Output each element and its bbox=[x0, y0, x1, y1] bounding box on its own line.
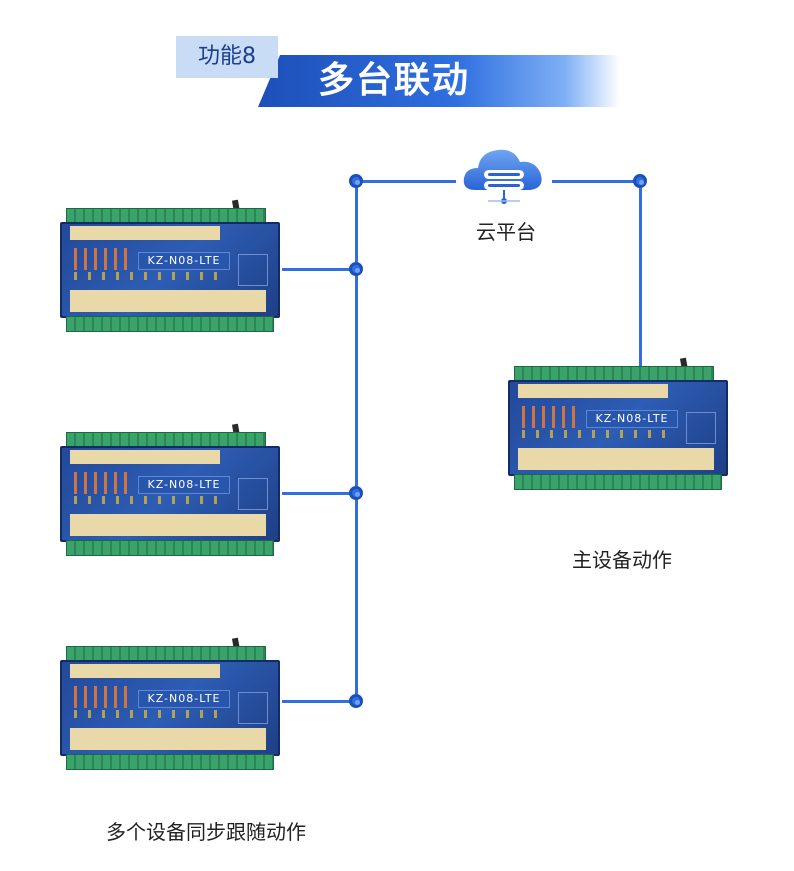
led-row-secondary bbox=[522, 430, 672, 438]
label-strip-bottom bbox=[70, 514, 266, 536]
label-strip-bottom bbox=[70, 728, 266, 750]
terminal-block-bottom bbox=[514, 474, 722, 490]
node-branch-2 bbox=[349, 486, 363, 500]
label-strip-top bbox=[70, 226, 220, 240]
branch-line-1 bbox=[282, 268, 356, 271]
trunk-line-vertical bbox=[355, 180, 358, 702]
branch-line-3 bbox=[282, 700, 356, 703]
device-panel bbox=[238, 692, 268, 724]
device-panel bbox=[686, 412, 716, 444]
led-row bbox=[74, 248, 134, 270]
device-panel bbox=[238, 478, 268, 510]
slave-device-3: KZ-N08-LTE bbox=[60, 637, 280, 771]
device-model-label: KZ-N08-LTE bbox=[138, 690, 230, 708]
feature-tag: 功能8 bbox=[176, 36, 278, 78]
label-strip-bottom bbox=[70, 290, 266, 312]
node-top-left bbox=[349, 174, 363, 188]
label-strip-top bbox=[70, 664, 220, 678]
cloud-server-icon bbox=[458, 140, 550, 210]
node-branch-1 bbox=[349, 262, 363, 276]
node-branch-3 bbox=[349, 694, 363, 708]
slave-device-2: KZ-N08-LTE bbox=[60, 423, 280, 557]
device-model-label: KZ-N08-LTE bbox=[138, 476, 230, 494]
led-row bbox=[74, 472, 134, 494]
label-strip-top bbox=[518, 384, 668, 398]
master-line-vertical bbox=[639, 180, 642, 370]
slave-device-1: KZ-N08-LTE bbox=[60, 199, 280, 333]
terminal-block-bottom bbox=[66, 316, 274, 332]
cloud-platform-label: 云平台 bbox=[476, 220, 536, 244]
led-row bbox=[522, 406, 582, 428]
led-row bbox=[74, 686, 134, 708]
device-model-label: KZ-N08-LTE bbox=[138, 252, 230, 270]
terminal-block-bottom bbox=[66, 754, 274, 770]
terminal-block-bottom bbox=[66, 540, 274, 556]
label-strip-bottom bbox=[518, 448, 714, 470]
led-row-secondary bbox=[74, 272, 224, 280]
device-panel bbox=[238, 254, 268, 286]
node-top-right bbox=[633, 174, 647, 188]
page-title: 多台联动 bbox=[318, 60, 471, 101]
header-banner bbox=[258, 55, 620, 107]
led-row-secondary bbox=[74, 496, 224, 504]
device-model-label: KZ-N08-LTE bbox=[586, 410, 678, 428]
branch-line-2 bbox=[282, 492, 356, 495]
label-strip-top bbox=[70, 450, 220, 464]
master-device: KZ-N08-LTE bbox=[508, 357, 728, 491]
slaves-caption: 多个设备同步跟随动作 bbox=[106, 820, 306, 844]
top-line-right bbox=[552, 180, 642, 183]
master-caption: 主设备动作 bbox=[572, 548, 672, 572]
led-row-secondary bbox=[74, 710, 224, 718]
top-line-left bbox=[356, 180, 456, 183]
